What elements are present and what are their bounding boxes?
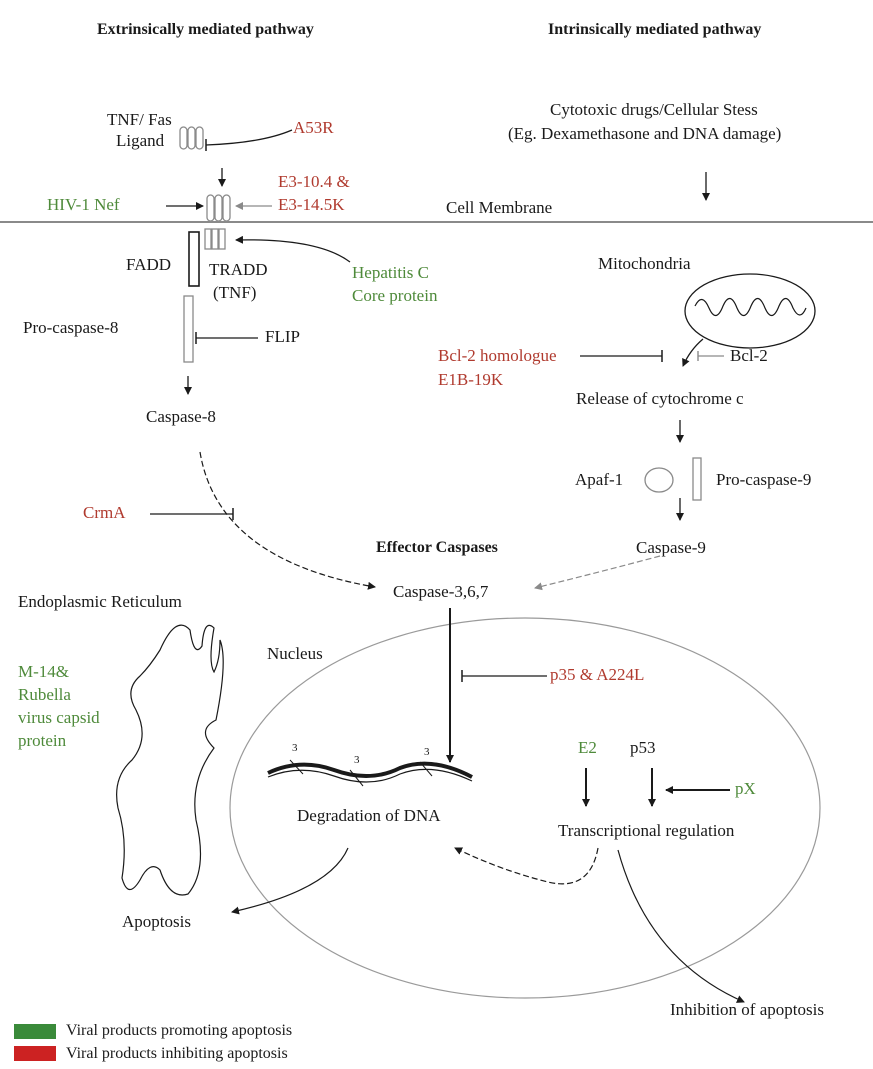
bcl2-label: Bcl-2 [730, 346, 768, 366]
transcription-label: Transcriptional regulation [558, 821, 734, 841]
p53-label: p53 [630, 738, 656, 758]
pro-caspase9-box [693, 458, 701, 500]
legend-swatch-inhibiting [14, 1046, 56, 1061]
flip-label: FLIP [265, 327, 300, 347]
caspase8-to-caspase3-arrow [200, 452, 375, 587]
extrinsic-header: Extrinsically mediated pathway [97, 20, 314, 40]
hepc-arrow [236, 240, 350, 262]
m14-label-line2: Rubella [18, 685, 71, 705]
membrane-receptor-glyph [207, 195, 230, 221]
caspase9-label: Caspase-9 [636, 538, 706, 558]
hepc-label-line2: Core protein [352, 286, 437, 306]
crma-label: CrmA [83, 503, 126, 523]
release-cytc-label: Release of cytochrome c [576, 389, 744, 409]
tnf-label: (TNF) [213, 283, 256, 303]
tnf-receptor-glyph [180, 127, 203, 149]
cut-mark-3: 3 [424, 742, 430, 762]
apoptosis-label: Apoptosis [122, 912, 191, 932]
e3-label-line2: E3-14.5K [278, 195, 345, 215]
apaf1-label: Apaf-1 [575, 470, 623, 490]
e3-label-line1: E3-10.4 & [278, 172, 350, 192]
effector-caspases-label: Effector Caspases [376, 538, 498, 558]
caspase8-label: Caspase-8 [146, 407, 216, 427]
caspase9-to-caspase3-arrow [535, 556, 660, 588]
cut-mark-1: 3 [292, 738, 298, 758]
cytotoxic-label-line2: (Eg. Dexamethasone and DNA damage) [508, 124, 781, 144]
m14-label-line1: M-14& [18, 662, 69, 682]
er-label: Endoplasmic Reticulum [18, 592, 182, 612]
mitochondria-release-arrow [683, 339, 703, 366]
fadd-label: FADD [126, 255, 171, 275]
apaf1-glyph [645, 468, 673, 492]
tnf-fas-label: TNF/ Fas [107, 110, 172, 130]
e2-label: E2 [578, 738, 597, 758]
transcription-to-inhibition-arrow [618, 850, 744, 1002]
caspase367-label: Caspase-3,6,7 [393, 582, 488, 602]
px-label: pX [735, 779, 756, 799]
intrinsic-header: Intrinsically mediated pathway [548, 20, 761, 40]
ligand-label: Ligand [116, 131, 164, 151]
cytotoxic-label-line1: Cytotoxic drugs/Cellular Stess [550, 100, 758, 120]
e1b-19k-label: E1B-19K [438, 370, 503, 390]
legend-swatch-promoting [14, 1024, 56, 1039]
pro-caspase8-label: Pro-caspase-8 [23, 318, 118, 338]
tradd-glyph [205, 229, 225, 249]
transcription-to-dna-arrow [455, 848, 598, 884]
hepc-label-line1: Hepatitis C [352, 263, 429, 283]
a53r-inhibit-arrow [206, 130, 292, 145]
nucleus-label: Nucleus [267, 644, 323, 664]
a53r-label: A53R [293, 118, 334, 138]
er-glyph [117, 625, 224, 895]
pro-caspase9-label: Pro-caspase-9 [716, 470, 811, 490]
pro-caspase8-box [184, 296, 193, 362]
bcl2-homologue-label: Bcl-2 homologue [438, 346, 557, 366]
degradation-label: Degradation of DNA [297, 806, 441, 826]
hiv-nef-label: HIV-1 Nef [47, 195, 120, 215]
m14-label-line4: protein [18, 731, 66, 751]
cell-membrane-label: Cell Membrane [446, 198, 552, 218]
legend-inhibiting-label: Viral products inhibiting apoptosis [66, 1044, 288, 1064]
cut-mark-2: 3 [354, 750, 360, 770]
mitochondrion-glyph [685, 274, 815, 348]
dna-strand-glyph [268, 760, 472, 786]
legend-promoting-label: Viral products promoting apoptosis [66, 1021, 292, 1041]
dna-to-apoptosis-arrow [232, 848, 348, 912]
mitochondria-label: Mitochondria [598, 254, 691, 274]
inhibition-label: Inhibition of apoptosis [670, 1000, 824, 1020]
p35-label: p35 & A224L [550, 665, 644, 685]
fadd-box [189, 232, 199, 286]
m14-label-line3: virus capsid [18, 708, 100, 728]
tradd-label: TRADD [209, 260, 268, 280]
